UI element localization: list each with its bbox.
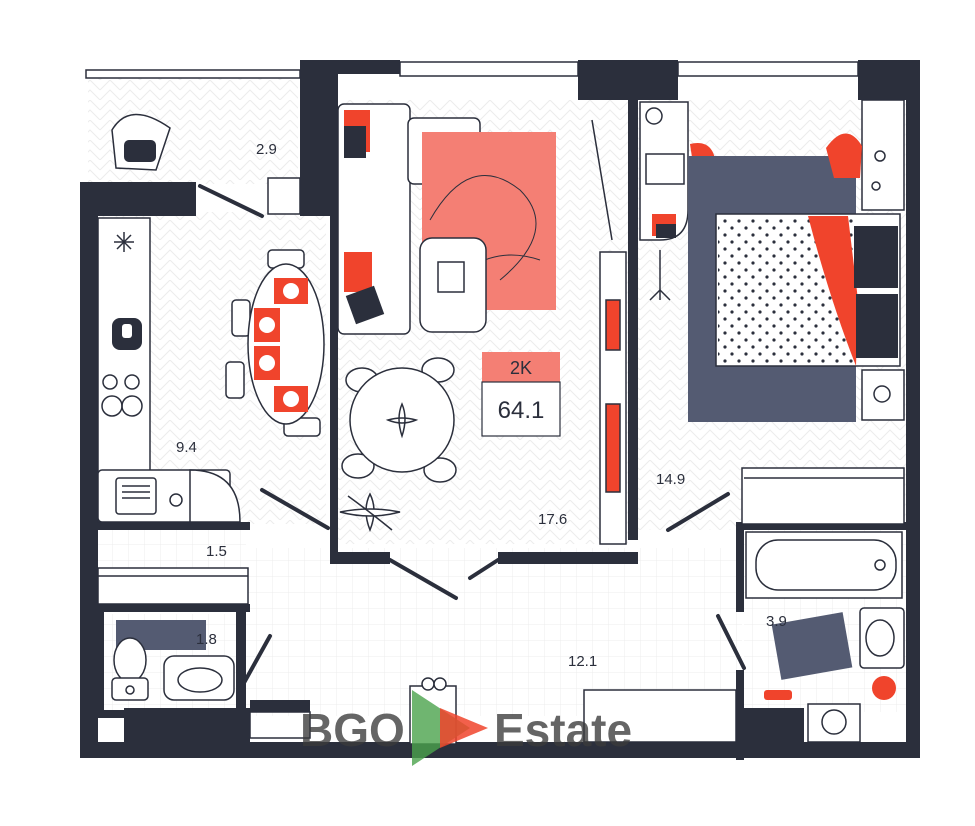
sink-icon [115, 477, 183, 515]
coffee-table [419, 237, 487, 333]
wardrobe [741, 467, 905, 525]
chair-and-lamp [649, 250, 671, 301]
fridge-icon [114, 232, 134, 252]
walls [80, 60, 920, 760]
room-area-hallway: 12.1 [568, 653, 597, 670]
watermark-logo: BGO Estate [300, 690, 632, 766]
bath-mat [771, 612, 853, 680]
room-labels: 2.9 9.4 17.6 14.9 1.5 1.8 12.1 3.9 2K 64… [176, 141, 787, 670]
room-area-bedroom: 14.9 [656, 471, 685, 488]
flower-icon [385, 402, 419, 439]
wash-basin [859, 607, 905, 669]
room-area-bathroom: 3.9 [766, 613, 787, 630]
room-area-toilet: 1.8 [196, 631, 217, 648]
bed [715, 213, 901, 367]
hairdryer-icon [764, 676, 896, 700]
room-area-storage: 1.5 [206, 543, 227, 560]
room-area-living-room: 17.6 [538, 511, 567, 528]
watermark-right: Estate [494, 704, 632, 756]
round-table [341, 357, 457, 483]
dining-table [225, 249, 325, 437]
room-area-kitchen: 9.4 [176, 439, 197, 456]
stove-icon [101, 374, 143, 417]
nightstands [826, 99, 905, 421]
desk [639, 101, 716, 241]
apartment-total-area: 64.1 [498, 397, 545, 424]
tv-stand [591, 119, 627, 545]
windows [85, 61, 859, 739]
doors [198, 184, 746, 692]
apartment-type-label: 2K [510, 358, 532, 378]
watermark-left: BGO [300, 704, 405, 756]
room-area-balcony: 2.9 [256, 141, 277, 158]
plant-icon [339, 492, 401, 533]
armchair [111, 113, 171, 171]
balcony-stool [267, 177, 301, 215]
toilet-icon [111, 620, 235, 701]
washing-machine [807, 703, 861, 743]
badge-2k [481, 352, 561, 437]
storage-shelf [97, 567, 249, 605]
bathtub [745, 531, 903, 599]
bread-icon [112, 318, 142, 350]
